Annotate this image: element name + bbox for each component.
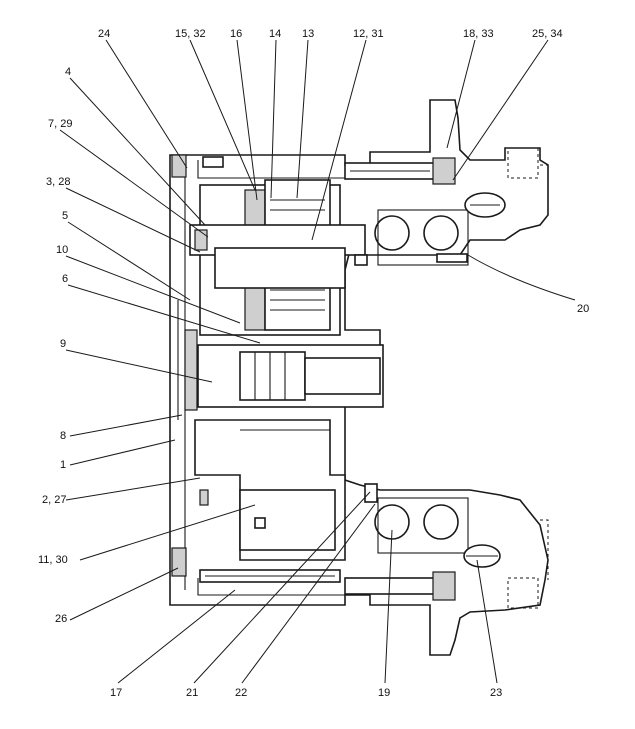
leader-12 bbox=[311, 39, 367, 241]
leader-13 bbox=[296, 39, 309, 199]
leader-8 bbox=[69, 414, 183, 437]
callout-5: 5 bbox=[62, 210, 68, 222]
callout-26: 26 bbox=[55, 613, 67, 625]
callout-13: 13 bbox=[302, 28, 314, 40]
upper-bearings bbox=[374, 192, 506, 266]
callout-19: 19 bbox=[378, 687, 390, 699]
lower-bearings bbox=[374, 497, 501, 568]
leader-6 bbox=[67, 284, 261, 344]
leader-1 bbox=[69, 439, 176, 466]
leader-9 bbox=[65, 349, 213, 383]
leader-10 bbox=[65, 255, 241, 324]
leader-18 bbox=[446, 39, 476, 149]
leader-7 bbox=[59, 129, 209, 238]
bottom-bolt bbox=[199, 569, 456, 601]
leader-25 bbox=[452, 39, 549, 181]
leader-22 bbox=[241, 503, 376, 684]
leader-5 bbox=[67, 221, 191, 301]
callout-4: 4 bbox=[65, 66, 71, 78]
callout-24: 24 bbox=[98, 28, 110, 40]
callout-17: 17 bbox=[110, 687, 122, 699]
callout-2-27: 2, 27 bbox=[42, 494, 66, 506]
callout-21: 21 bbox=[186, 687, 198, 699]
leader-19 bbox=[384, 529, 393, 684]
right-flanges bbox=[507, 147, 549, 609]
leader-14 bbox=[270, 39, 277, 199]
callout-22: 22 bbox=[235, 687, 247, 699]
leader-23 bbox=[476, 559, 498, 684]
leader-21 bbox=[193, 491, 371, 684]
leader-2 bbox=[65, 477, 201, 501]
callout-12-31: 12, 31 bbox=[353, 28, 384, 40]
callout-8: 8 bbox=[60, 430, 66, 442]
leader-16 bbox=[236, 39, 258, 201]
top-bolt bbox=[344, 157, 456, 185]
callout-15-32: 15, 32 bbox=[175, 28, 206, 40]
leader-20 bbox=[467, 254, 576, 301]
leader-15 bbox=[189, 39, 256, 191]
callout-7-29: 7, 29 bbox=[48, 118, 72, 130]
leader-11 bbox=[79, 504, 256, 561]
callout-11-30: 11, 30 bbox=[38, 554, 68, 566]
callout-18-33: 18, 33 bbox=[463, 28, 494, 40]
leader-3 bbox=[65, 187, 201, 253]
leader-lines bbox=[59, 39, 576, 684]
leader-17 bbox=[117, 589, 236, 684]
callout-16: 16 bbox=[230, 28, 242, 40]
output-shaft bbox=[184, 329, 384, 411]
callout-1: 1 bbox=[60, 459, 66, 471]
callout-labels: 24 15, 32 16 14 13 12, 31 18, 33 25, 34 … bbox=[38, 28, 589, 699]
callout-10: 10 bbox=[56, 244, 68, 256]
callout-25-34: 25, 34 bbox=[532, 28, 563, 40]
callout-9: 9 bbox=[60, 338, 66, 350]
callout-20: 20 bbox=[577, 303, 589, 315]
lower-planet-carrier bbox=[194, 419, 346, 561]
callout-14: 14 bbox=[269, 28, 281, 40]
callout-6: 6 bbox=[62, 273, 68, 285]
callout-3-28: 3, 28 bbox=[46, 176, 70, 188]
leader-24 bbox=[105, 39, 188, 169]
leader-26 bbox=[69, 567, 179, 621]
leader-4 bbox=[69, 77, 206, 226]
upper-planet-carrier bbox=[189, 179, 366, 336]
callout-23: 23 bbox=[490, 687, 502, 699]
